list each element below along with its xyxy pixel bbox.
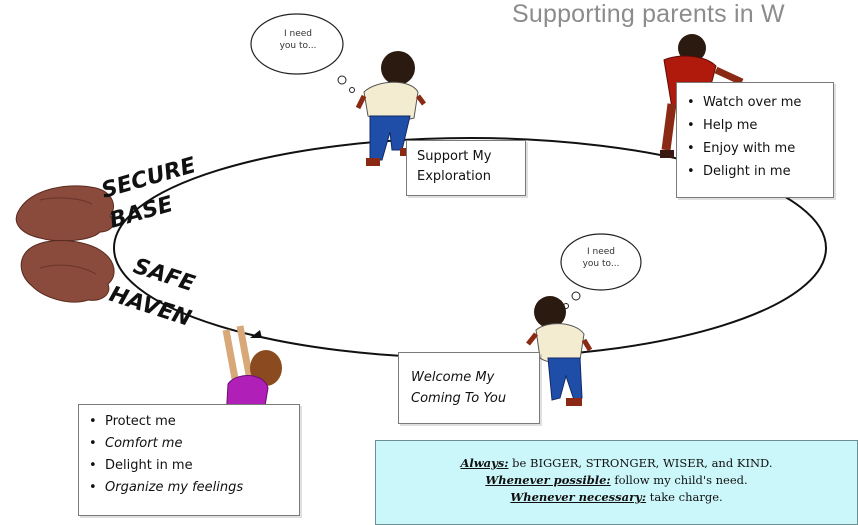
need-item: Comfort me xyxy=(89,433,299,455)
guidance-line1-emphasis: Always: xyxy=(460,456,509,470)
guidance-line1: Always: be BIGGER, STRONGER, WISER, and … xyxy=(376,455,857,472)
guidance-line3-text: take charge. xyxy=(646,490,723,504)
welcome-coming-line2: Coming To You xyxy=(411,391,507,406)
need-item: Watch over me xyxy=(687,91,833,114)
guidance-line1-text: be BIGGER, STRONGER, WISER, and KIND. xyxy=(508,456,773,470)
bubble-bottom-line2: you to... xyxy=(582,259,620,269)
child-exploring-icon xyxy=(355,51,426,166)
support-exploration-line2: Exploration xyxy=(417,169,491,184)
bubble-top-line1: I need xyxy=(283,29,312,39)
child-returning-icon xyxy=(526,296,593,406)
need-item: Delight in me xyxy=(687,160,833,183)
guidance-line2-emphasis: Whenever possible: xyxy=(485,473,611,487)
safe-haven-needs-box: Protect me Comfort me Delight in me Orga… xyxy=(78,404,300,516)
need-item: Help me xyxy=(687,114,833,137)
support-exploration-line1: Support My xyxy=(417,149,492,164)
bubble-top-line2: you to... xyxy=(279,41,317,51)
page-title: Supporting parents in W xyxy=(512,0,785,28)
guidance-line3: Whenever necessary: take charge. xyxy=(376,489,857,506)
welcome-coming-box: Welcome My Coming To You xyxy=(398,352,540,424)
thought-bubble-top xyxy=(250,13,355,93)
thought-bubble-bottom xyxy=(560,233,642,309)
parenting-guidance-note: Always: be BIGGER, STRONGER, WISER, and … xyxy=(375,440,858,525)
need-item: Delight in me xyxy=(89,455,299,477)
guidance-line2: Whenever possible: follow my child's nee… xyxy=(376,472,857,489)
need-item: Protect me xyxy=(89,411,299,433)
guidance-line3-emphasis: Whenever necessary: xyxy=(510,490,647,504)
secure-base-needs-box: Watch over me Help me Enjoy with me Deli… xyxy=(676,82,834,198)
secure-label-line1: SECURE xyxy=(99,153,199,204)
need-item: Enjoy with me xyxy=(687,137,833,160)
hands-icon xyxy=(15,185,115,303)
bubble-bottom-line1: I need xyxy=(586,247,615,257)
welcome-coming-line1: Welcome My xyxy=(411,370,495,385)
thought-bubble-bottom-text: I need you to... xyxy=(568,246,634,270)
arrow-head-bottom xyxy=(250,330,262,338)
guidance-line2-text: follow my child's need. xyxy=(610,473,748,487)
need-item: Organize my feelings xyxy=(89,477,299,499)
thought-bubble-top-text: I need you to... xyxy=(262,28,334,52)
support-exploration-box: Support My Exploration xyxy=(406,140,526,196)
